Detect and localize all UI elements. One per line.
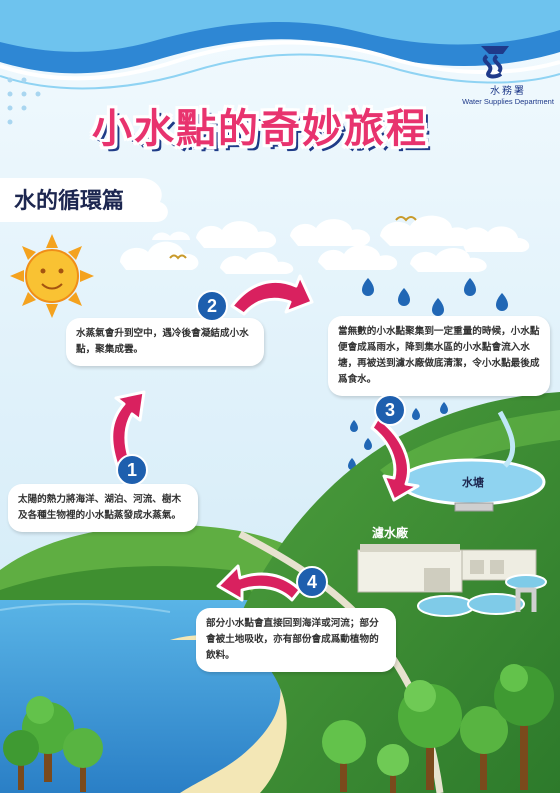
wave-banner bbox=[0, 0, 560, 90]
step-3-badge: 3 bbox=[374, 394, 406, 426]
trees bbox=[3, 664, 554, 793]
rain-drops bbox=[348, 278, 508, 470]
step-2-text: 水蒸氣會升到空中，遇冷後會凝結成小水點，聚集成雲。 bbox=[66, 318, 264, 366]
logo-zh: 水務署 bbox=[490, 86, 526, 97]
logo-en: Water Supplies Department bbox=[462, 97, 554, 106]
reservoir-label: 水塘 bbox=[462, 476, 484, 489]
wsd-logo: 水務署 Water Supplies Department bbox=[458, 44, 558, 106]
sun-icon bbox=[10, 234, 94, 318]
subtitle-cloud bbox=[0, 178, 168, 222]
step-3-text: 當無數的小水點聚集到一定重量的時候，小水點便會成爲雨水，降到集水區的小水點會流入… bbox=[328, 316, 550, 396]
page-title: 小水點的奇妙旅程 bbox=[92, 106, 428, 152]
step-1-text: 太陽的熱力將海洋、湖泊、河流、樹木及各種生物裡的小水點蒸發成水蒸氣。 bbox=[8, 484, 198, 532]
step-1-badge: 1 bbox=[116, 454, 148, 486]
treatment-plant-label: 濾水廠 bbox=[372, 526, 409, 540]
arrow-step-3 bbox=[370, 416, 420, 502]
beach bbox=[170, 635, 300, 793]
dot-pattern bbox=[7, 77, 41, 125]
arrow-step-4 bbox=[216, 564, 302, 602]
arrow-step-1 bbox=[110, 390, 146, 470]
wsd-logo-mark bbox=[481, 46, 509, 79]
clouds bbox=[120, 215, 530, 274]
arrow-step-2 bbox=[230, 274, 314, 316]
step-4-badge: 4 bbox=[296, 566, 328, 598]
treatment-plant bbox=[357, 544, 547, 617]
birds bbox=[169, 216, 417, 260]
step-2-badge: 2 bbox=[196, 290, 228, 322]
step-4-text: 部分小水點會直接回到海洋或河流；部分會被土地吸收，亦有部份會成爲動植物的飲料。 bbox=[196, 608, 396, 672]
page-subtitle: 水的循環篇 bbox=[14, 188, 125, 214]
